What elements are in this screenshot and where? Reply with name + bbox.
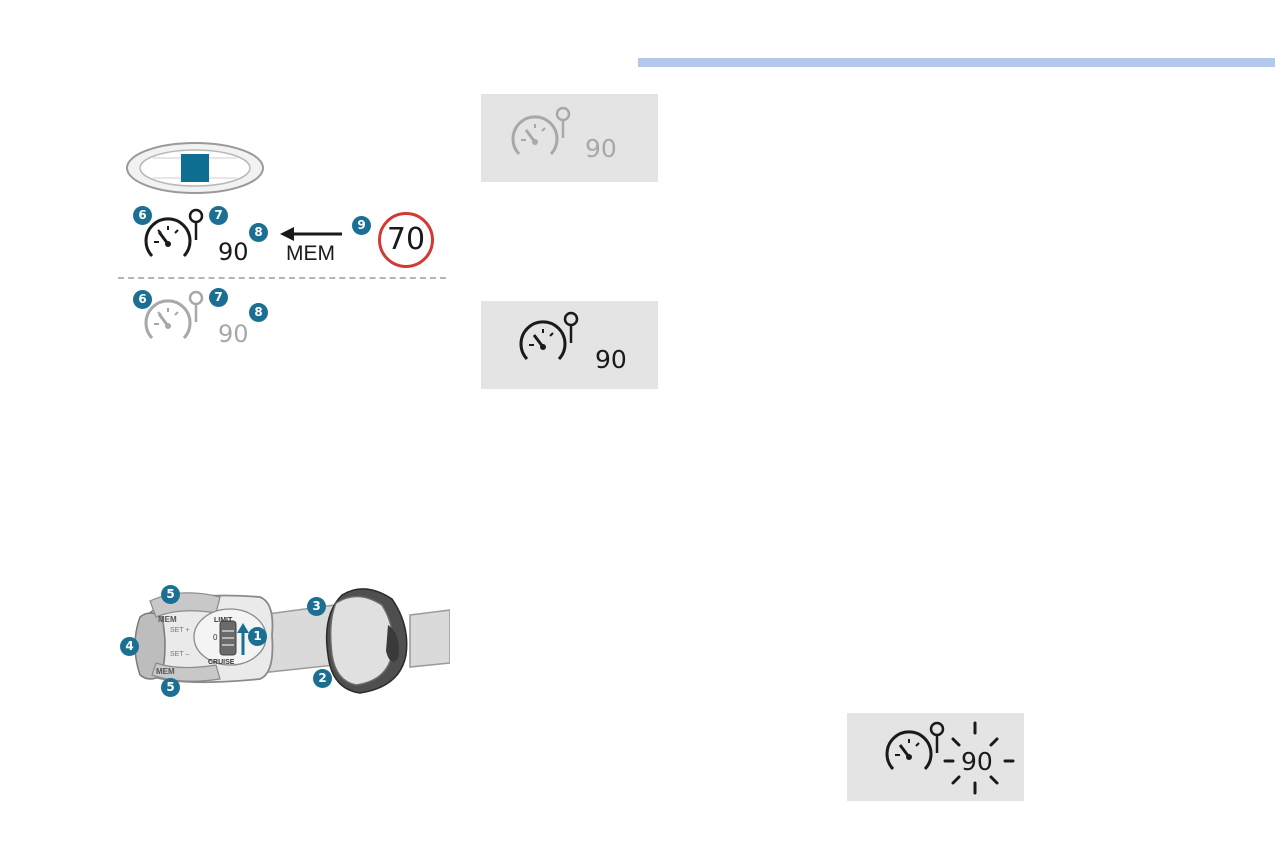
control-stalk-diagram: MEM SET + 0 LIMIT SET – CRUISE MEM 1 2 3… [110, 575, 450, 710]
thumbwheel-selector-icon [126, 142, 264, 194]
callout-8: 8 [249, 223, 268, 242]
header-accent-bar [638, 58, 1275, 67]
callout-7: 7 [209, 206, 228, 225]
callout-8: 8 [249, 303, 268, 322]
panel-speed-value: 90 [961, 747, 993, 776]
active-speed-value: 90 [218, 238, 249, 266]
mem-top-label: MEM [158, 615, 177, 624]
cruise-label: CRUISE [208, 659, 235, 666]
callout-1: 1 [248, 627, 267, 646]
speed-limiter-icon [885, 721, 945, 771]
callout-9: 9 [352, 216, 371, 235]
speed-limit-sign-value: 70 [386, 222, 426, 257]
set-minus-label: SET – [170, 651, 190, 658]
callout-7: 7 [209, 288, 228, 307]
callout-6: 6 [133, 206, 152, 225]
speed-limit-sign: 70 [378, 212, 434, 268]
panel-speed-value: 90 [595, 345, 627, 374]
callout-3: 3 [307, 597, 326, 616]
zero-label: 0 [213, 633, 218, 642]
callout-2: 2 [313, 669, 332, 688]
callout-5: 5 [161, 678, 180, 697]
callout-4: 4 [120, 637, 139, 656]
control-stalk-illustration [134, 588, 450, 694]
inactive-speed-value: 90 [218, 320, 249, 348]
display-panel-inactive: 90 [481, 94, 658, 182]
panel-speed-value: 90 [585, 134, 617, 163]
display-diagram: 6 7 8 9 90 MEM 70 6 7 8 90 [100, 130, 460, 360]
display-panel-flashing: 90 [847, 713, 1024, 801]
callout-6: 6 [133, 290, 152, 309]
mem-bottom-label: MEM [156, 667, 175, 676]
speed-limiter-icon [144, 290, 204, 340]
set-plus-label: SET + [170, 627, 190, 634]
speed-limiter-icon [519, 311, 579, 361]
flashing-rays-icon [943, 721, 1015, 795]
arrow-left-icon [280, 227, 342, 241]
limit-label: LIMIT [214, 617, 233, 624]
mem-label: MEM [286, 242, 335, 265]
speed-limiter-icon [511, 106, 571, 156]
dashed-divider [118, 277, 446, 279]
display-panel-active: 90 [481, 301, 658, 389]
speed-limiter-icon [144, 208, 204, 258]
callout-5: 5 [161, 585, 180, 604]
